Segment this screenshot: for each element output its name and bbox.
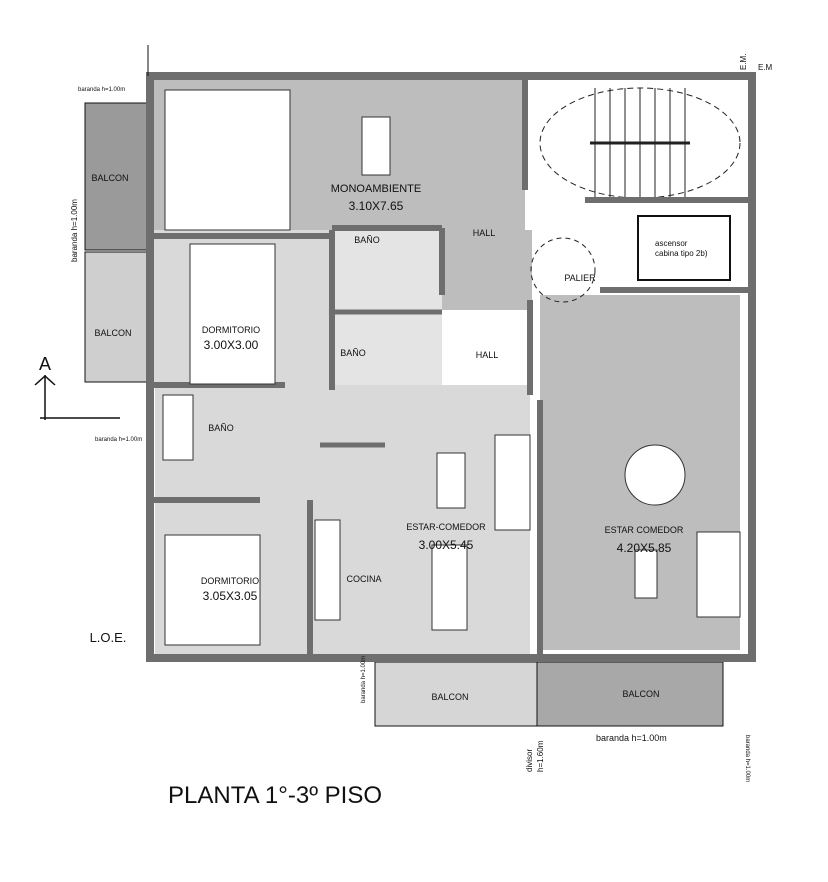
baranda-note: baranda h=1.00m [95,437,142,443]
balcon-2-floor [84,251,149,383]
room-name: DORMITORIO [202,325,260,335]
em-label: E.M. [739,54,748,70]
balcon-label: BALCON [94,328,131,338]
room-name: BAÑO [340,348,366,358]
elevator-label: cabina tipo 2b) [655,249,708,258]
baranda-note: baranda h=1.00m [361,656,367,703]
baranda-note: baranda h=1.00m [78,87,125,93]
room-name: HALL [473,228,496,238]
balcon-label: BALCON [431,692,468,702]
room-name: BAÑO [354,235,380,245]
em-label: E.M [758,63,773,72]
north-arrow-icon [34,374,120,420]
room-size: 4.20X5.85 [617,541,672,555]
elevator-label: ascensor [655,239,688,248]
palier-circle [530,237,596,303]
room-name: HALL [476,350,499,360]
room-name: BAÑO [208,423,234,433]
balcon-1-floor [84,102,149,251]
plan-title: PLANTA 1°-3º PISO [168,782,382,809]
divisor-note: divisor [525,749,534,772]
loe-label: L.O.E. [90,630,127,645]
balcon-3-floor [374,661,538,727]
room-size: 3.00X3.00 [204,338,259,352]
baranda-note: baranda h=1.00m [596,733,667,743]
walls [146,72,756,662]
floor-hall-top [442,230,532,310]
room-size: 3.05X3.05 [203,589,258,603]
room-size: 3.10X7.65 [349,199,404,213]
room-name: MONOAMBIENTE [331,183,421,195]
baranda-note: baranda h=1.00m [70,199,79,262]
furniture [162,89,741,646]
elevator-cabin [637,215,731,281]
divisor-note: h=1.60m [536,740,545,772]
stair-core [535,80,740,200]
north-mark-label: A [39,354,51,374]
room-size: 3.00X5.45 [419,538,474,552]
room-name: ESTAR-COMEDOR [406,522,486,532]
room-name: ESTAR COMEDOR [605,525,684,535]
room-name: DORMITORIO [201,576,259,586]
room-name: COCINA [346,574,381,584]
stair-treads [590,88,690,200]
balcon-label: BALCON [91,173,128,183]
baranda-note: baranda h=1.00m [744,735,750,782]
room-name: PALIER [564,273,596,283]
balcon-label: BALCON [622,689,659,699]
